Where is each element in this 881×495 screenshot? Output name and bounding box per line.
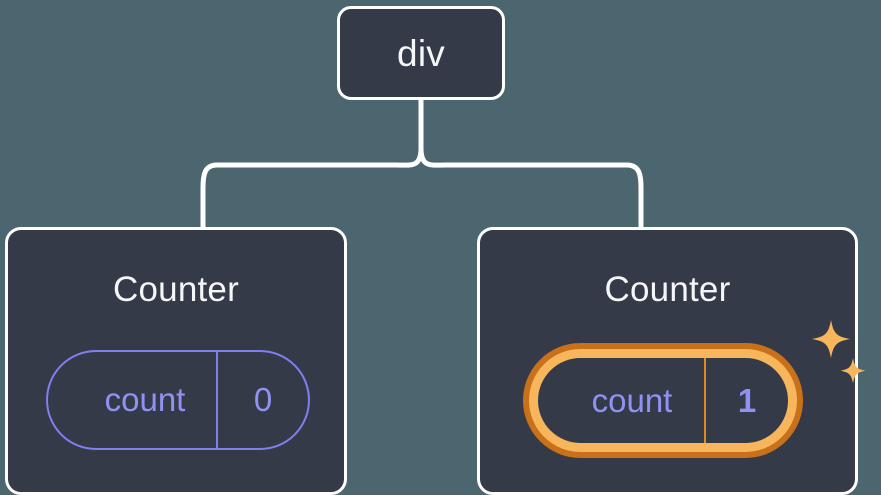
state-value-right: 1 [737, 381, 757, 419]
state-value-left: 0 [253, 381, 273, 418]
node-div[interactable]: div [337, 6, 505, 100]
card-counter-right[interactable]: Counter count 1 [477, 227, 866, 495]
card-title-right: Counter [604, 270, 731, 309]
highlight-ring-outer [523, 343, 803, 458]
connector-to-left-child [200, 145, 424, 230]
sparkle-small-icon [840, 358, 866, 384]
node-div-label: div [397, 32, 445, 74]
highlight-ring-inner [529, 349, 797, 452]
connector-to-right-child [418, 145, 644, 230]
card-title-left: Counter [113, 270, 239, 309]
state-pill-left[interactable]: count 0 [46, 350, 310, 450]
state-pill-right[interactable]: count 1 [523, 343, 803, 458]
state-key-right: count [538, 358, 706, 443]
sparkle-large-icon [812, 320, 850, 358]
state-key-left: count [48, 352, 218, 448]
card-counter-left[interactable]: Counter count 0 [5, 227, 347, 495]
sparkles-group [812, 320, 866, 384]
